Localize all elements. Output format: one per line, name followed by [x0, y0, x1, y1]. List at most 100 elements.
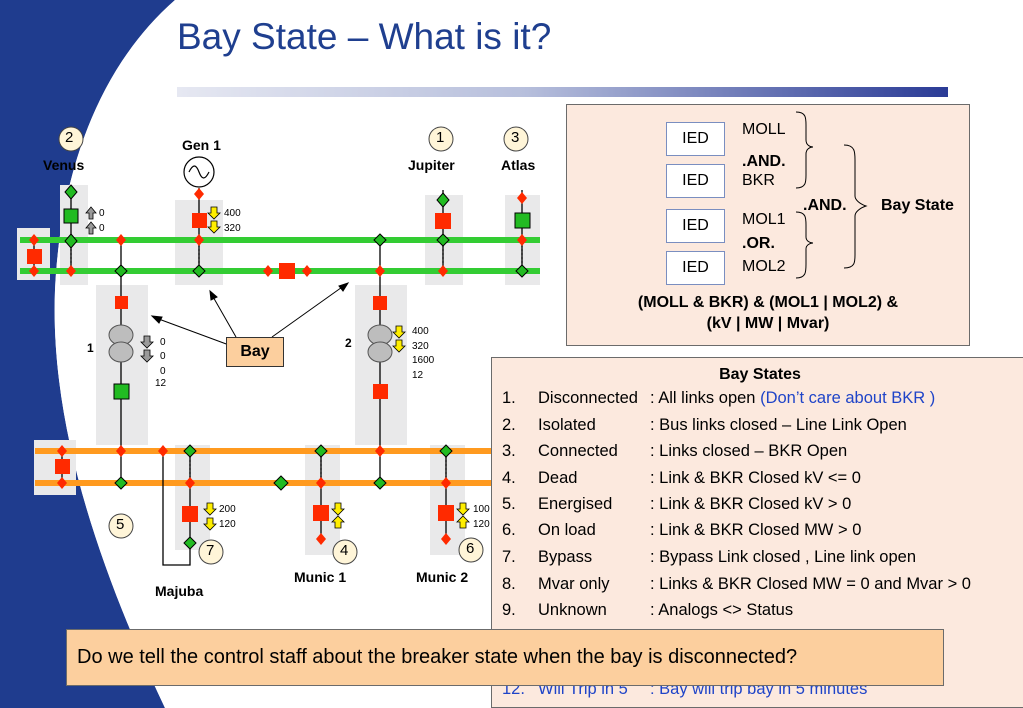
- closed-isolator: [375, 445, 385, 457]
- station-name: Atlas: [501, 157, 536, 173]
- station-number: 3: [511, 129, 520, 146]
- open-isolator: [373, 233, 387, 247]
- switch-devices: [27, 184, 531, 550]
- generator-symbol: [183, 156, 215, 188]
- closed-breaker: [27, 249, 42, 264]
- measurement-value: 0: [99, 223, 105, 234]
- brace-right: [843, 144, 868, 269]
- transformer-1: [108, 324, 134, 363]
- gray-up-arrow: [85, 206, 97, 220]
- transformer-2: [367, 324, 393, 363]
- measurement-value: 0: [99, 208, 105, 219]
- bkr-label: BKR: [742, 172, 775, 189]
- open-isolator: [436, 233, 450, 247]
- measurement-value: 0: [160, 366, 166, 377]
- bay-state-label: Bay State: [881, 197, 954, 214]
- measurement-value: 120: [219, 519, 236, 530]
- bay-state-logic-panel: [566, 104, 970, 346]
- mol1-label: MOL1: [742, 211, 786, 228]
- measurement-value: 1600: [412, 355, 435, 366]
- open-isolator: [373, 476, 387, 490]
- gray-down-arrow: [140, 349, 154, 363]
- closed-isolator: [441, 533, 451, 545]
- brace-left-top: [795, 111, 814, 189]
- closed-isolator: [29, 265, 39, 277]
- closed-isolator: [57, 477, 67, 489]
- open-isolator: [183, 536, 197, 550]
- closed-isolator: [375, 265, 385, 277]
- bay-callout: Bay: [226, 337, 284, 367]
- closed-isolator: [517, 192, 527, 204]
- measurement-value: 120: [473, 519, 490, 530]
- measurement-value: 0: [160, 351, 166, 362]
- generator-label: Gen 1: [182, 137, 221, 153]
- bay-states-heading: Bay States: [719, 366, 801, 383]
- closed-isolator: [194, 188, 204, 200]
- and-operator: .AND.: [803, 197, 847, 214]
- measurement-value: 12: [155, 378, 167, 389]
- closed-isolator: [302, 265, 312, 277]
- closed-isolator: [29, 234, 39, 246]
- open-breaker: [113, 383, 130, 400]
- yellow-down-arrow: [392, 339, 406, 353]
- background-swoosh-light: [54, 0, 215, 708]
- background-swoosh: [0, 0, 175, 708]
- measurement-value: 100: [473, 504, 490, 515]
- closed-isolator: [116, 234, 126, 246]
- closed-breaker: [192, 213, 207, 228]
- closed-isolator: [185, 477, 195, 489]
- closed-breaker: [435, 213, 451, 229]
- and-operator: .AND.: [742, 153, 786, 170]
- measurement-value: 400: [224, 208, 241, 219]
- moll-label: MOLL: [742, 121, 786, 138]
- formula-line-1: (MOLL & BKR) & (MOL1 | MOL2) &: [637, 294, 899, 311]
- bay-callout-arrows: [150, 282, 350, 346]
- or-operator: .OR.: [742, 235, 775, 252]
- open-isolator: [183, 444, 197, 458]
- station-number: 5: [116, 516, 125, 533]
- ied-box: IED: [666, 251, 725, 285]
- open-isolator: [314, 444, 328, 458]
- ied-box: IED: [666, 164, 725, 198]
- flow-arrows: [85, 206, 470, 531]
- closed-isolator: [263, 265, 273, 277]
- ied-box: IED: [666, 209, 725, 243]
- formula-line-2: (kV | MW | Mvar): [706, 315, 830, 332]
- yellow-down-arrow: [392, 325, 406, 339]
- open-isolator: [436, 192, 450, 208]
- closed-isolator: [194, 234, 204, 246]
- station-name: Munic 2: [416, 569, 469, 585]
- closed-isolator: [517, 234, 527, 246]
- transformer-label: 2: [345, 336, 352, 350]
- closed-breaker: [55, 459, 70, 474]
- page-title: Bay State – What is it?: [177, 16, 552, 57]
- open-breaker: [63, 208, 79, 224]
- station-number: 2: [65, 129, 74, 146]
- station-name: Majuba: [155, 583, 204, 599]
- open-isolator: [64, 233, 78, 249]
- measurement-value: 0: [160, 337, 166, 348]
- measurement-value: 200: [219, 504, 236, 515]
- gray-down-arrow: [140, 335, 154, 349]
- closed-isolator: [438, 265, 448, 277]
- transformer-label: 1: [87, 341, 94, 355]
- closed-isolator: [57, 445, 67, 457]
- yellow-down-arrow: [456, 502, 470, 516]
- station-number: 7: [206, 542, 215, 559]
- closed-breaker: [313, 505, 329, 521]
- closed-isolator: [441, 477, 451, 489]
- closed-breaker: [279, 263, 295, 279]
- closed-isolator: [316, 533, 326, 545]
- measurement-value: 12: [412, 370, 424, 381]
- closed-breaker: [373, 296, 387, 310]
- measurement-value: 400: [412, 326, 429, 337]
- yellow-up-arrow: [456, 515, 470, 529]
- station-name: Jupiter: [408, 157, 455, 173]
- yellow-up-arrow: [331, 515, 345, 529]
- question-callout: Do we tell the control staff about the b…: [66, 629, 944, 686]
- gray-up-arrow: [85, 221, 97, 235]
- station-number: 1: [436, 129, 445, 146]
- title-underline: [177, 87, 948, 97]
- closed-isolator: [116, 445, 126, 457]
